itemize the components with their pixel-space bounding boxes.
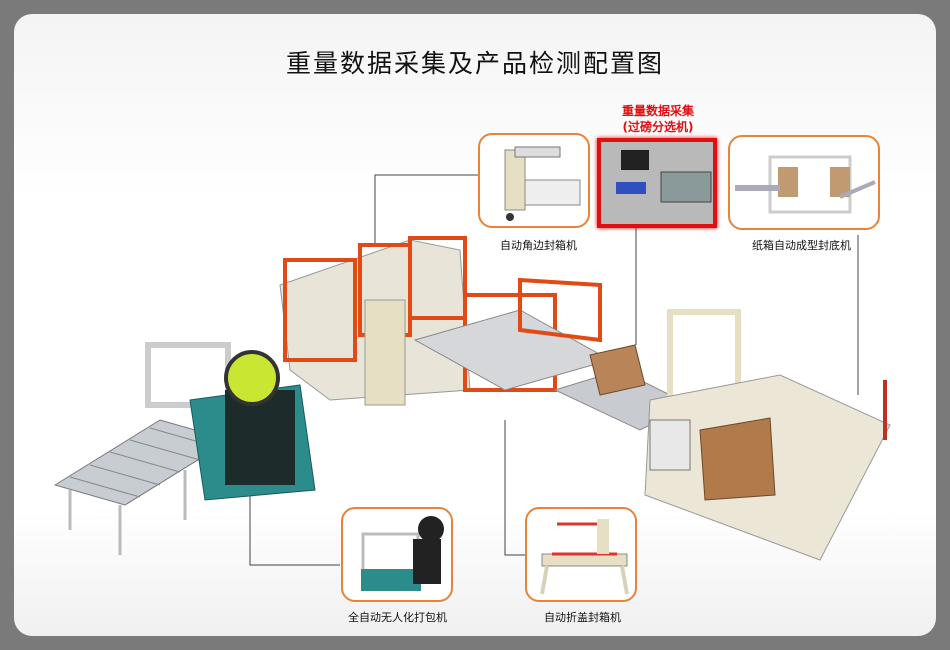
case-erector-photo [728, 135, 880, 230]
checkweigher-photo [597, 138, 717, 228]
corner-sealer-icon [504, 146, 581, 221]
case-erector [644, 309, 891, 561]
flap-sealer-icon [540, 519, 629, 595]
case-erector-icon [735, 155, 876, 214]
corner-sealer-photo [478, 133, 590, 228]
connector-line [504, 420, 525, 556]
strapping-machine-label: 全自动无人化打包机 [348, 611, 447, 624]
flap-sealer-label: 自动折盖封箱机 [544, 611, 621, 624]
connector-line [374, 174, 478, 245]
roller-conveyor [53, 419, 232, 555]
corner-sealer-label: 自动角边封箱机 [500, 239, 577, 252]
strapping-machine-icon [361, 516, 444, 591]
strapping-machine [145, 342, 316, 501]
page-title: 重量数据采集及产品检测配置图 [285, 49, 664, 78]
strapping-machine-photo [341, 507, 453, 602]
corner-sealer-with-guard [279, 236, 557, 406]
highlight-label-2: (过磅分选机) [622, 120, 694, 134]
highlight-label-1: 重量数据采集 [621, 104, 694, 118]
flap-sealer-photo [525, 507, 637, 602]
case-erector-label: 纸箱自动成型封底机 [752, 239, 851, 252]
checkweigher-icon [616, 150, 712, 203]
connector-line [249, 470, 340, 566]
